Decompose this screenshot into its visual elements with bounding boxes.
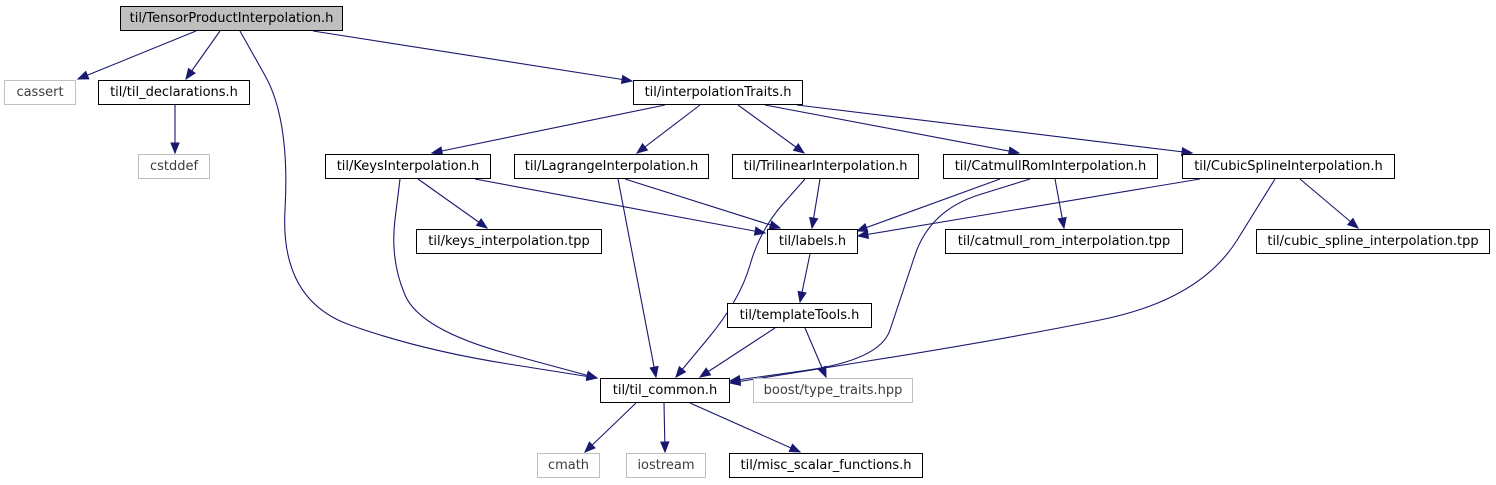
node-cubic-spline-interpolation[interactable]: til/CubicSplineInterpolation.h [1182, 154, 1395, 179]
arrowhead-cubic-to-cubic_tpp [1346, 217, 1360, 229]
node-root[interactable]: til/TensorProductInterpolation.h [120, 6, 343, 31]
arrowhead-labels-to-template_tools [797, 290, 807, 304]
edge-keys-to-labels [474, 178, 766, 234]
arrowhead-root-to-cassert [76, 70, 90, 80]
edge-cubic-to-til_common [729, 178, 1276, 384]
node-til-common[interactable]: til/til_common.h [600, 378, 730, 403]
edge-keys-to-til_common [393, 178, 598, 379]
node-keys-interpolation-tpp[interactable]: til/keys_interpolation.tpp [416, 229, 602, 254]
arrowhead-interp_traits-to-trilinear [792, 142, 806, 154]
arrowhead-keys-to-keys_tpp [475, 218, 489, 229]
arrowhead-keys-to-til_common [585, 370, 599, 380]
edge-catmull-to-labels [856, 178, 1001, 232]
node-catmull-rom-interpolation[interactable]: til/CatmullRomInterpolation.h [943, 154, 1158, 179]
edge-interp_traits-to-trilinear [737, 104, 805, 154]
arrowhead-template_tools-to-til_common [698, 367, 712, 378]
node-cmath: cmath [537, 453, 600, 478]
arrowhead-lagrange-to-til_common [649, 365, 659, 379]
arrowhead-root-to-til_decl [185, 67, 196, 81]
edge-til_common-to-misc [689, 402, 801, 453]
edge-cubic-to-cubic_tpp [1299, 178, 1359, 229]
edge-til_common-to-cmath [584, 402, 637, 453]
node-boost-type-traits: boost/type_traits.hpp [753, 378, 913, 403]
edge-keys-to-keys_tpp [417, 178, 488, 229]
node-catmull-rom-interpolation-tpp[interactable]: til/catmull_rom_interpolation.tpp [945, 229, 1183, 254]
arrowhead-cubic-to-til_common [728, 376, 742, 387]
arrowhead-cubic-to-labels [856, 229, 870, 239]
arrowhead-til_common-to-misc [788, 443, 802, 453]
edge-root-to-til_common [239, 30, 598, 379]
arrowhead-til_common-to-cmath [584, 441, 596, 453]
node-cubic-spline-interpolation-tpp[interactable]: til/cubic_spline_interpolation.tpp [1256, 229, 1490, 254]
node-misc-scalar-functions[interactable]: til/misc_scalar_functions.h [729, 453, 923, 478]
arrowhead-root-to-interp_traits [620, 74, 634, 85]
edge-cubic-to-labels [857, 178, 1201, 237]
arrowhead-til_common-to-iostream [660, 441, 670, 454]
edge-template_tools-to-til_common [699, 327, 776, 378]
node-interpolation-traits[interactable]: til/interpolationTraits.h [633, 80, 803, 105]
edge-interp_traits-to-keys [431, 104, 666, 154]
edge-lagrange-to-labels [624, 178, 781, 229]
node-cstddef: cstddef [138, 154, 210, 179]
arrowhead-trilinear-to-til_common [675, 365, 687, 379]
node-lagrange-interpolation[interactable]: til/LagrangeInterpolation.h [514, 154, 709, 179]
node-labels[interactable]: til/labels.h [767, 229, 858, 254]
node-iostream: iostream [626, 453, 706, 478]
arrowhead-catmull-to-catmull_tpp [1057, 216, 1067, 230]
arrowhead-interp_traits-to-lagrange [635, 142, 649, 154]
node-trilinear-interpolation[interactable]: til/TrilinearInterpolation.h [732, 154, 919, 179]
edge-interp_traits-to-cubic [796, 104, 1193, 154]
node-keys-interpolation[interactable]: til/KeysInterpolation.h [325, 154, 491, 179]
edge-catmull-to-til_common [729, 178, 1031, 382]
edge-root-to-cassert [77, 30, 197, 80]
edge-lagrange-to-til_common [617, 178, 657, 378]
node-template-tools[interactable]: til/templateTools.h [727, 303, 872, 328]
edge-interp_traits-to-lagrange [636, 104, 701, 154]
arrowhead-trilinear-to-labels [809, 216, 819, 230]
arrowhead-til_decl-to-cstddef [170, 142, 180, 155]
edge-root-to-interp_traits [312, 30, 633, 82]
node-cassert: cassert [4, 80, 76, 105]
arrowhead-lagrange-to-labels [768, 220, 782, 230]
arrowhead-template_tools-to-boost [817, 365, 827, 379]
arrowhead-catmull-to-labels [855, 222, 869, 232]
edge-interp_traits-to-catmull [764, 104, 1020, 154]
arrowhead-interp_traits-to-keys [430, 146, 444, 156]
node-til-declarations[interactable]: til/til_declarations.h [98, 80, 250, 105]
edge-trilinear-to-til_common [675, 178, 806, 378]
